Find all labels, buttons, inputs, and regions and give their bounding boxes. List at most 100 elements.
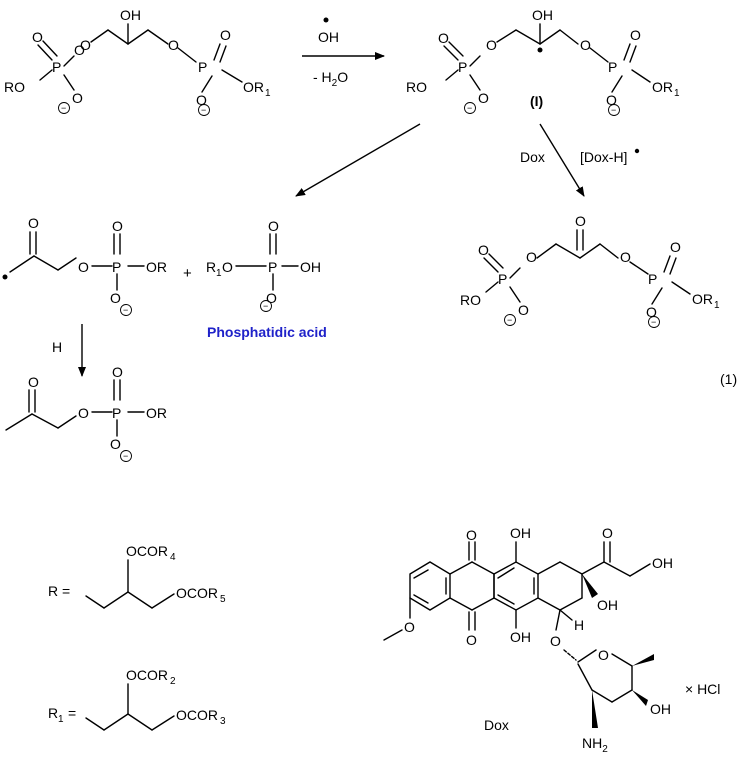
atom-p: P [458,59,467,75]
intermediate-label: (I) [530,93,543,109]
atom-o: O [646,304,657,320]
atom-ro: RO [460,292,481,308]
atom-o: O [606,92,617,108]
atom-p: P [608,59,617,75]
atom-o: O [28,374,39,390]
reagent-oh-radical: OH [318,29,339,45]
atom-o: O [575,213,586,229]
reagent-h: H [52,339,62,355]
atom-oh: OH [650,701,671,717]
r-equals: R = [48,583,70,599]
atom-p: P [112,405,121,421]
atom-o: O [438,30,449,46]
dox-name-label: Dox [484,717,509,733]
phosphatidic-acid-label: Phosphatidic acid [207,324,327,340]
subscript-4: 4 [170,552,176,563]
atom-p: P [52,59,61,75]
negative-charge: − [507,315,512,325]
atom-o: O [72,90,83,106]
r1-definition: R 1 = OCOR 2 OCOR 3 [48,667,226,731]
atom-p: P [648,271,657,287]
atom-oh: OH [597,597,618,613]
atom-or: OR [146,405,167,421]
ketone-product: O P RO O − O O O O P O − OR 1 [460,213,720,328]
r1-label: R [48,705,58,721]
negative-charge: − [123,305,128,315]
atom-oh: OH [510,525,531,541]
atom-oh: OH [120,7,141,23]
subscript-1: 1 [674,88,680,99]
atom-o: O [78,405,89,421]
arrow-oh-radical: OH - H2O [302,17,385,89]
fragmentation-arrow [295,123,421,197]
atom-o: O [620,249,631,265]
atom-o: O [526,249,537,265]
negative-charge: − [611,105,616,115]
atom-o: O [222,259,233,275]
atom-oh: OH [300,259,321,275]
atom-r: R [206,259,216,275]
atom-o: O [168,37,179,53]
atom-o: O [466,527,477,543]
atom-o: O [478,90,489,106]
atom-o: O [28,215,39,231]
atom-or: OR [243,79,264,95]
atom-o: O [518,302,529,318]
atom-o: O [598,647,609,663]
atom-p: P [112,259,121,275]
subscript-1: 1 [714,300,720,311]
subscript-1: 1 [58,714,64,725]
atom-o: O [78,259,89,275]
doxorubicin-structure: O O OH OH O OH OH H O O [383,525,720,755]
r1-ocor3: OCOR [176,707,218,723]
subscript-1: 1 [265,88,271,99]
byproduct-dox-radical: [Dox-H] [580,149,627,165]
atom-o: O [478,242,489,258]
atom-ro: RO [4,79,25,95]
atom-o: O [110,290,121,306]
r1-equals: = [68,705,76,721]
atom-ro: RO [406,79,427,95]
phosphatidic-acid: R 1 O P O OH O − Phosphatidic acid [206,218,327,340]
starting-phospholipid: O P O RO O − O OH O O P O − OR 1 [4,7,271,116]
radical-intermediate: O P RO O − O OH O O P O − OR 1 (I) [406,7,680,116]
r-ocor4: OCOR [126,543,168,559]
atom-o: O [112,218,123,234]
negative-charge: − [651,317,656,327]
subscript-2: 2 [170,676,176,687]
atom-o: O [404,619,415,635]
negative-charge: − [61,103,66,113]
atom-o: O [466,632,477,648]
reagent-dox: Dox [520,149,545,165]
atom-h: H [574,617,584,633]
atom-o: O [602,525,613,541]
atom-o: O [550,633,561,649]
plus-sign: + [183,265,192,282]
hcl-salt: × HCl [685,681,720,697]
arrow-dox: Dox [Dox-H] [520,123,640,197]
atom-o: O [74,42,85,58]
radical-fragment: O O P O OR O − [2,215,167,316]
atom-p: P [498,271,507,287]
atom-o: O [32,29,43,45]
atom-o: O [112,364,123,380]
r-definition: R = OCOR 4 OCOR 5 [48,543,226,609]
atom-o: O [268,218,279,234]
atom-oh: OH [532,7,553,23]
atom-oh: OH [510,629,531,645]
atom-or: OR [692,291,713,307]
subscript-1: 1 [216,268,222,279]
acetonyl-phosphate: O O P O OR O − [5,364,167,462]
atom-oh: OH [652,555,673,571]
atom-or: OR [652,79,673,95]
atom-o: O [630,27,641,43]
atom-o: O [266,290,277,306]
atom-o: O [486,37,497,53]
atom-nh2: NH2 [582,735,608,755]
subscript-5: 5 [220,594,226,605]
atom-o: O [110,436,121,452]
atom-o: O [220,27,231,43]
atom-o: O [196,92,207,108]
